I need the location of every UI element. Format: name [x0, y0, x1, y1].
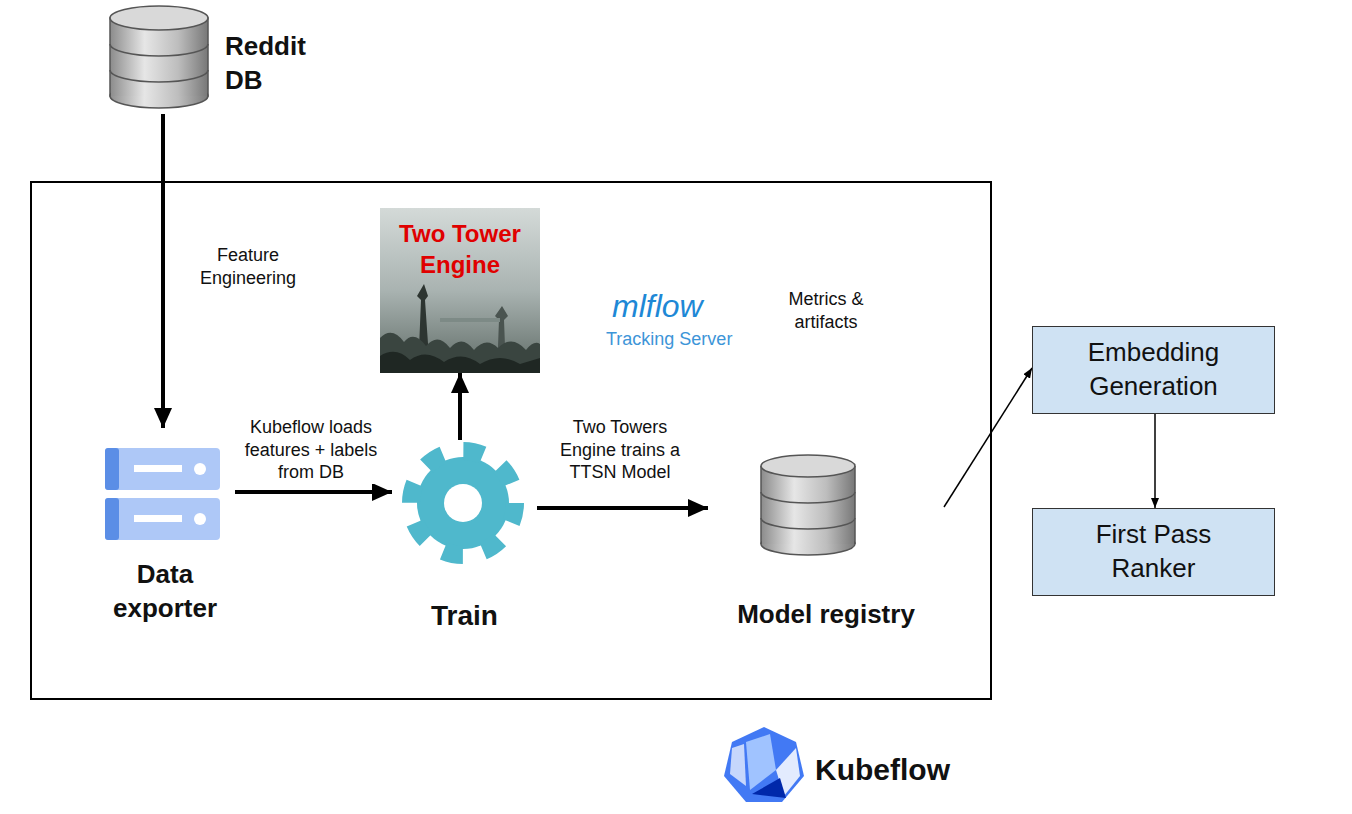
server-icon	[105, 448, 220, 540]
node-label: First Pass Ranker	[1069, 518, 1239, 586]
data-exporter-node: Data exporter	[95, 428, 235, 640]
arrow-connector	[161, 114, 165, 428]
edge-label: Two Towers Engine trains a TTSN Model	[545, 416, 695, 484]
engine-node: Two Tower Engine	[380, 208, 540, 373]
kubeflow-logo	[724, 727, 804, 802]
database-icon	[110, 6, 208, 108]
train-node: Train	[392, 440, 537, 640]
database-icon	[761, 455, 855, 555]
node-label: Embedding Generation	[1054, 336, 1254, 404]
arrow-connector	[944, 368, 1032, 507]
node-label: Train	[392, 598, 537, 634]
database-node: Reddit DB	[100, 2, 335, 114]
gear-icon	[411, 451, 515, 555]
model-registry-node: Model registry	[708, 440, 944, 640]
arrow-connector	[537, 506, 708, 510]
edge-label: Kubeflow loads features + labels from DB	[236, 416, 386, 484]
logo-text: mlflow	[612, 286, 732, 326]
node-label: Model registry	[708, 598, 944, 632]
process-box: First Pass Ranker	[1032, 508, 1275, 596]
kubeflow-boundary: KubeflowData exporterTwo Tower EngineTra…	[30, 181, 992, 700]
arrow-connector	[458, 373, 462, 440]
node-label: Kubeflow	[815, 750, 985, 789]
node-label: Reddit DB	[225, 30, 335, 98]
arrow-connector	[235, 490, 392, 494]
note-text: Metrics & artifacts	[776, 288, 876, 333]
node-label: Data exporter	[95, 558, 235, 626]
process-box: Embedding Generation	[1032, 326, 1275, 414]
arrow-connector	[1154, 414, 1156, 508]
engine-picture	[380, 208, 540, 373]
edge-label: Feature Engineering	[188, 244, 308, 289]
logo-caption: Tracking Server	[606, 328, 746, 351]
node-label: Two Tower Engine	[380, 218, 540, 280]
